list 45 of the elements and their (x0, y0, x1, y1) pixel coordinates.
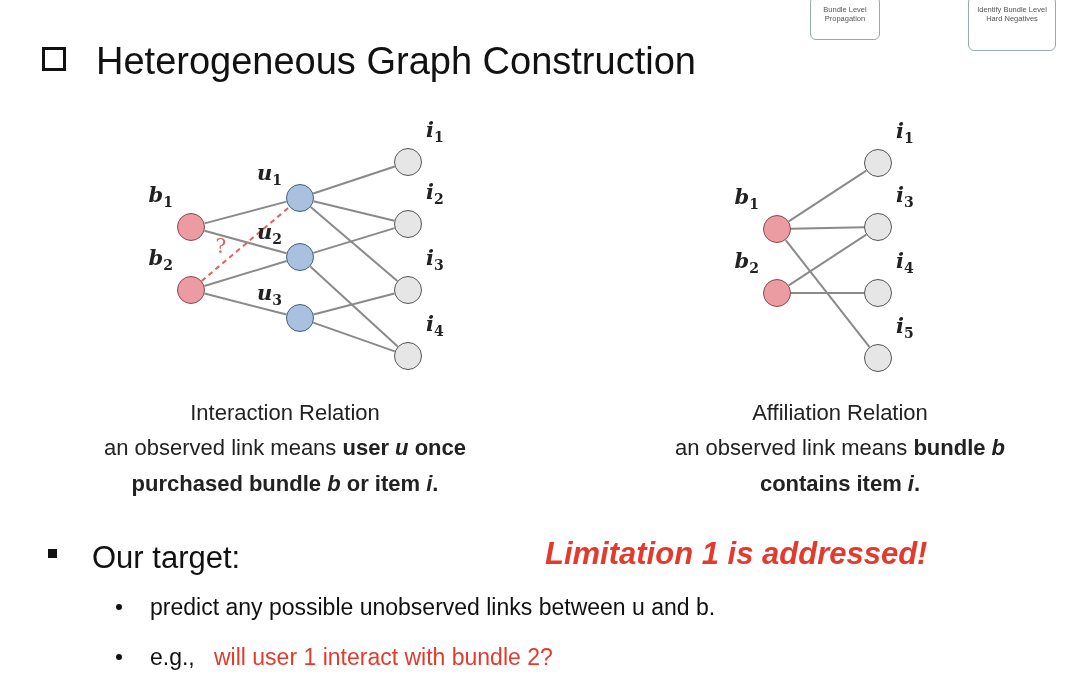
edge-label: ? (215, 234, 227, 258)
node-label: b$_{2}$ (734, 248, 759, 277)
link-line (309, 206, 399, 282)
node-label: u$_{2}$ (256, 219, 282, 248)
link-line (203, 260, 288, 287)
dashed-link (200, 206, 291, 282)
highlight-note: Limitation 1 is addressed! (545, 536, 928, 572)
node-label: i$_{4}$ (896, 248, 914, 277)
node-label: u$_{3}$ (256, 280, 282, 309)
link-line (203, 200, 288, 225)
link-line (312, 227, 396, 254)
node-label: i$_{3}$ (426, 245, 444, 274)
node-label: b$_{1}$ (148, 182, 173, 211)
link-line (790, 292, 865, 294)
link-line (312, 321, 396, 353)
link-line (787, 169, 868, 223)
node-label: i$_{3}$ (896, 182, 914, 211)
bullet-text: predict any possible unobserved links between u and b. (150, 594, 716, 621)
caption: an observed link means user u once purchased bundle b or item i. (103, 434, 467, 499)
node-label: b$_{1}$ (734, 184, 759, 213)
step-box (810, 0, 880, 40)
link-line (787, 233, 868, 287)
link-line (203, 292, 288, 316)
link-line (312, 292, 396, 316)
link-line (790, 226, 865, 230)
link-line (203, 229, 288, 255)
slide-title: Heterogeneous Graph Construction (96, 40, 696, 83)
node-label: i$_{2}$ (426, 179, 444, 208)
link-line (309, 265, 399, 348)
bullet-text: Our target: (92, 540, 241, 576)
node-label: i$_{1}$ (896, 118, 914, 147)
caption: Affiliation Relation (751, 399, 929, 427)
node-label: i$_{1}$ (426, 117, 444, 146)
caption: Interaction Relation (189, 399, 381, 427)
node-label: i$_{4}$ (426, 311, 444, 340)
link-line (312, 165, 396, 195)
step-box (968, 0, 1056, 51)
node-label: i$_{5}$ (896, 313, 914, 342)
link-line (312, 200, 396, 222)
node-label: u$_{1}$ (256, 160, 282, 189)
bullet-text: e.g., (150, 644, 195, 671)
link-line (784, 239, 871, 348)
node-label: b$_{2}$ (148, 245, 173, 274)
bullet-text: will user 1 interact with bundle 2? (214, 644, 553, 671)
caption: an observed link means bundle b contains item i. (673, 434, 1007, 499)
